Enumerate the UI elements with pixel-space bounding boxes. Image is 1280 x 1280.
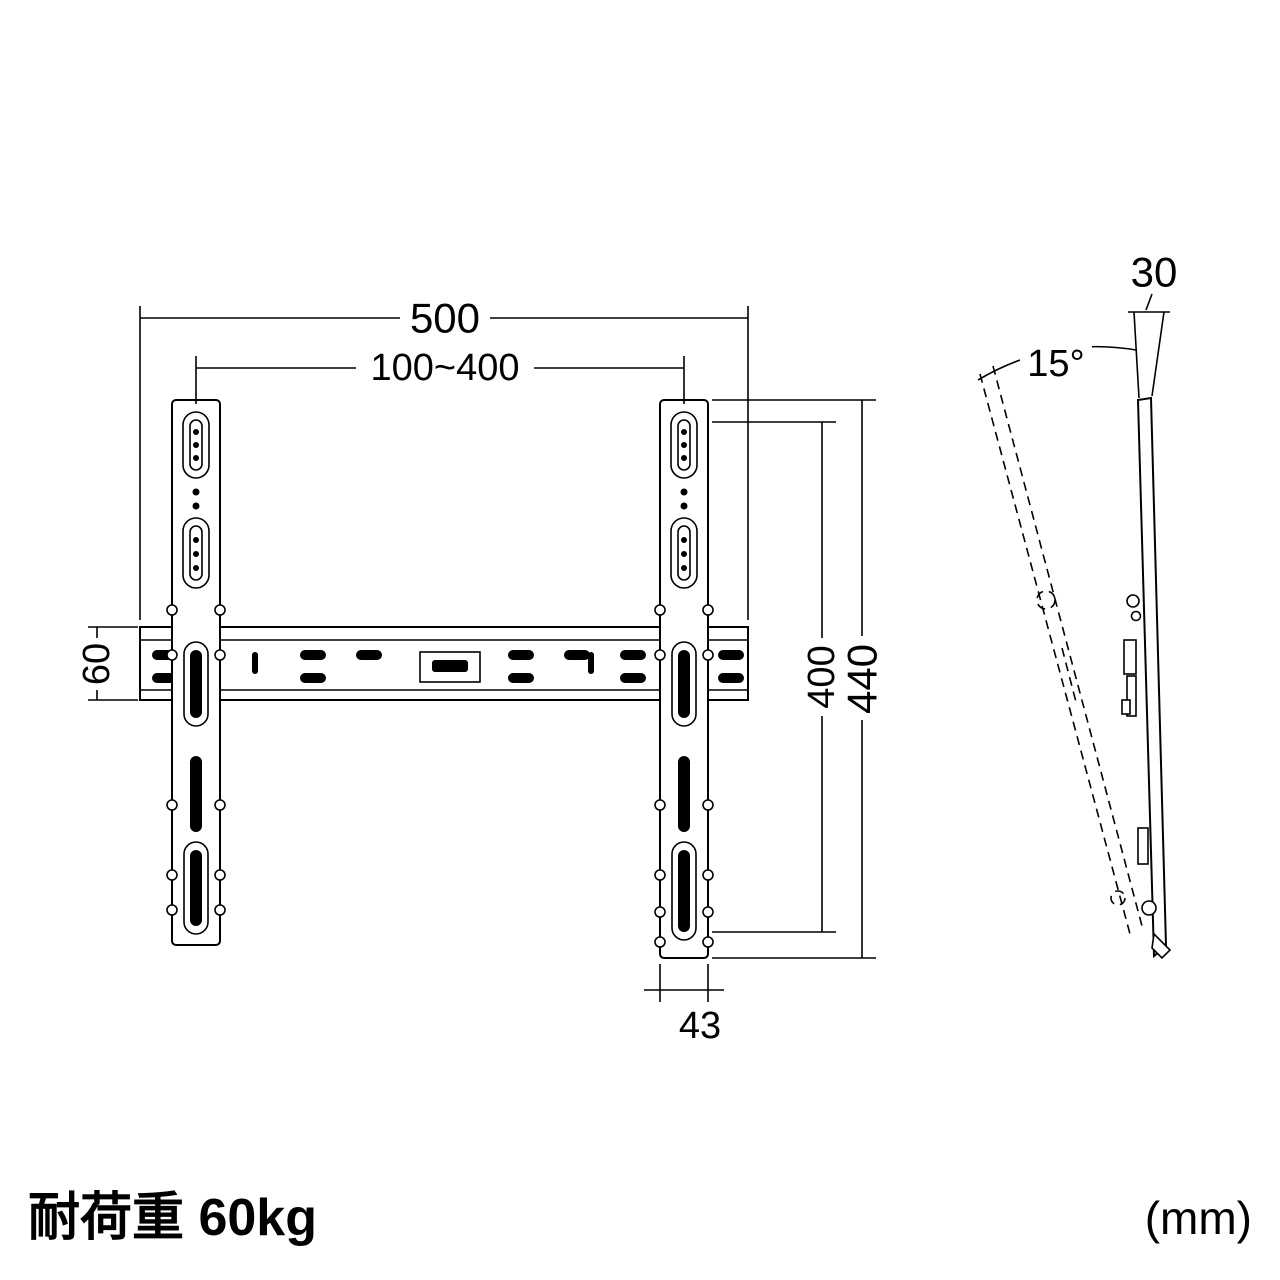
dim-width-outer: 500 [139, 295, 749, 620]
footer: 耐荷重 60kg (mm) [28, 1189, 1252, 1247]
dim-bracket-width: 43 [644, 964, 724, 1047]
dim-height-inner: 400 [712, 421, 843, 933]
dim-bracket-width-label: 43 [679, 1005, 721, 1047]
dim-plate-height-label: 60 [76, 643, 118, 685]
wall-plate-center-latch [419, 651, 481, 683]
left-bracket [166, 399, 226, 946]
left-bracket-slots [182, 411, 210, 935]
load-capacity-label: 耐荷重 60kg [28, 1189, 317, 1247]
wall-plate [139, 626, 749, 701]
unit-label: (mm) [1145, 1192, 1252, 1244]
side-view: 15° 30 [977, 249, 1177, 960]
dim-width-outer-label: 500 [410, 295, 480, 342]
right-bracket [654, 399, 714, 959]
left-bracket-screws [166, 604, 226, 916]
wall-plate-slots [152, 650, 744, 683]
dim-height-outer-label: 440 [839, 644, 886, 714]
side-bracket-tilted-dashed [979, 365, 1143, 935]
dim-tilt-angle: 15° [977, 343, 1137, 385]
dim-tilt-angle-label: 15° [1027, 343, 1084, 385]
dim-width-inner-label: 100~400 [371, 347, 520, 389]
side-bracket-solid [1121, 396, 1172, 960]
front-view: 500 100~400 60 400 [76, 295, 886, 1048]
dim-height-inner-label: 400 [801, 645, 843, 708]
right-bracket-slots [670, 411, 698, 941]
dim-plate-height: 60 [76, 626, 138, 701]
dim-thickness-label: 30 [1131, 249, 1178, 296]
dim-width-inner: 100~400 [195, 347, 685, 404]
side-bracket-bar [1136, 396, 1168, 959]
right-bracket-screws [654, 604, 714, 948]
dim-height-outer: 440 [712, 399, 886, 959]
dim-thickness: 30 [1128, 249, 1177, 399]
